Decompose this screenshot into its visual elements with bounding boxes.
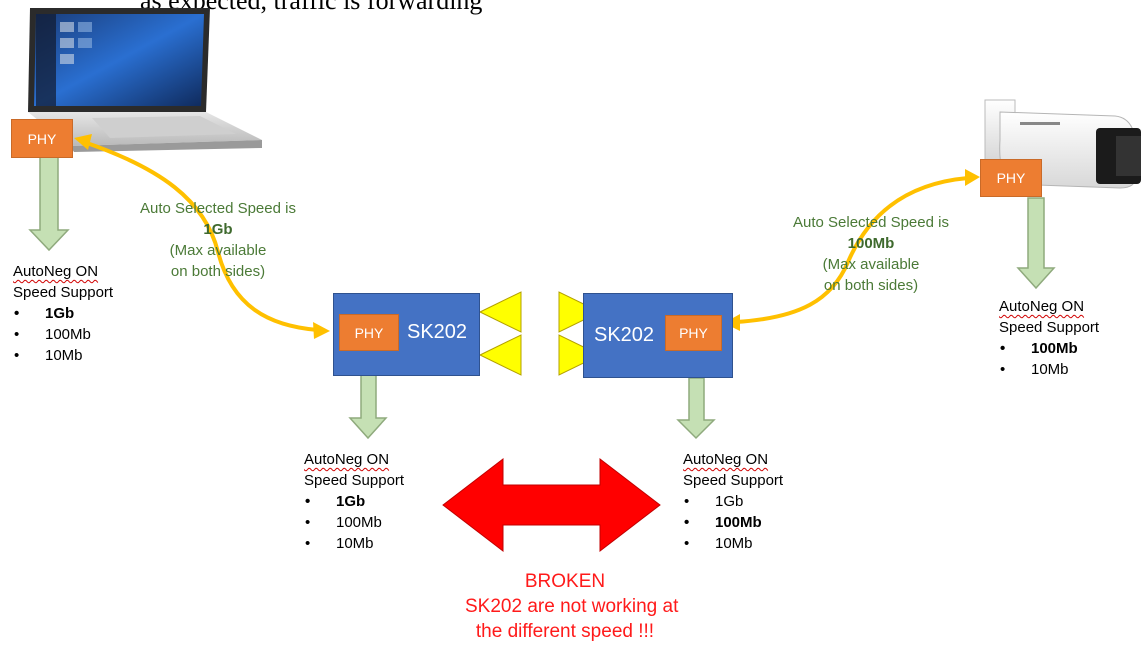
list-item: 100Mb <box>13 324 113 345</box>
left-link-line3: (Max available <box>169 242 267 259</box>
sk-right-spec-title: AutoNeg ON <box>683 451 769 468</box>
list-item: 100Mb <box>683 512 783 533</box>
right-link-line1: Auto Selected Speed is <box>793 214 949 231</box>
broken-line1: BROKEN <box>524 571 606 592</box>
left-link-speed: 1Gb <box>203 221 233 238</box>
right-link-speed: 100Mb <box>847 235 895 252</box>
top-caption: as expected, traffic is forwarding <box>140 0 483 15</box>
list-item: 100Mb <box>304 512 404 533</box>
phy-laptop: PHY <box>11 119 73 158</box>
laptop-image <box>28 8 262 152</box>
broken-line2: SK202 are not working at <box>465 596 679 617</box>
left-link-arrow <box>74 134 330 339</box>
sk202-left-label: SK202 <box>407 321 468 343</box>
laptop-down-arrow <box>28 155 70 252</box>
broken-caption: BROKEN SK202 are not working at the diff… <box>465 569 679 644</box>
sk-right-port-triangles <box>558 291 602 376</box>
sk-left-port-triangles <box>478 291 522 376</box>
camera-spec-subtitle: Speed Support <box>999 319 1100 336</box>
right-link-line4: on both sides) <box>823 277 919 294</box>
sk-left-spec-subtitle: Speed Support <box>304 472 405 489</box>
sk-right-down-arrow <box>676 377 716 440</box>
sk-right-spec: AutoNeg ON Speed Support 1Gb 100Mb 10Mb <box>683 449 783 554</box>
camera-spec-title: AutoNeg ON <box>999 298 1085 315</box>
sk202-right-label: SK202 <box>594 324 655 346</box>
list-item: 1Gb <box>304 491 404 512</box>
list-item: 1Gb <box>13 303 113 324</box>
sk-right-spec-subtitle: Speed Support <box>683 472 784 489</box>
broken-line3: the different speed !!! <box>475 621 655 642</box>
list-item: 1Gb <box>683 491 783 512</box>
right-link-line3: (Max available <box>822 256 920 273</box>
sk-left-spec: AutoNeg ON Speed Support 1Gb 100Mb 10Mb <box>304 449 404 554</box>
phy-sk-right: PHY <box>665 315 722 351</box>
left-link-line4: on both sides) <box>170 263 266 280</box>
camera-down-arrow <box>1016 197 1056 290</box>
list-item: 10Mb <box>304 533 404 554</box>
phy-sk-left: PHY <box>339 314 399 351</box>
list-item: 10Mb <box>683 533 783 554</box>
left-link-line1: Auto Selected Speed is <box>140 200 296 217</box>
camera-spec: AutoNeg ON Speed Support 100Mb 10Mb <box>999 296 1099 380</box>
sk-left-spec-title: AutoNeg ON <box>304 451 390 468</box>
camera-image <box>984 99 1141 189</box>
list-item: 10Mb <box>999 359 1099 380</box>
laptop-spec-subtitle: Speed Support <box>13 284 114 301</box>
left-link-label: Auto Selected Speed is 1Gb (Max availabl… <box>128 198 308 282</box>
broken-double-arrow <box>442 457 661 553</box>
phy-camera: PHY <box>980 159 1042 197</box>
laptop-spec: AutoNeg ON Speed Support 1Gb 100Mb 10Mb <box>13 261 113 366</box>
list-item: 10Mb <box>13 345 113 366</box>
laptop-spec-title: AutoNeg ON <box>13 263 99 280</box>
list-item: 100Mb <box>999 338 1099 359</box>
right-link-label: Auto Selected Speed is 100Mb (Max availa… <box>768 212 974 296</box>
